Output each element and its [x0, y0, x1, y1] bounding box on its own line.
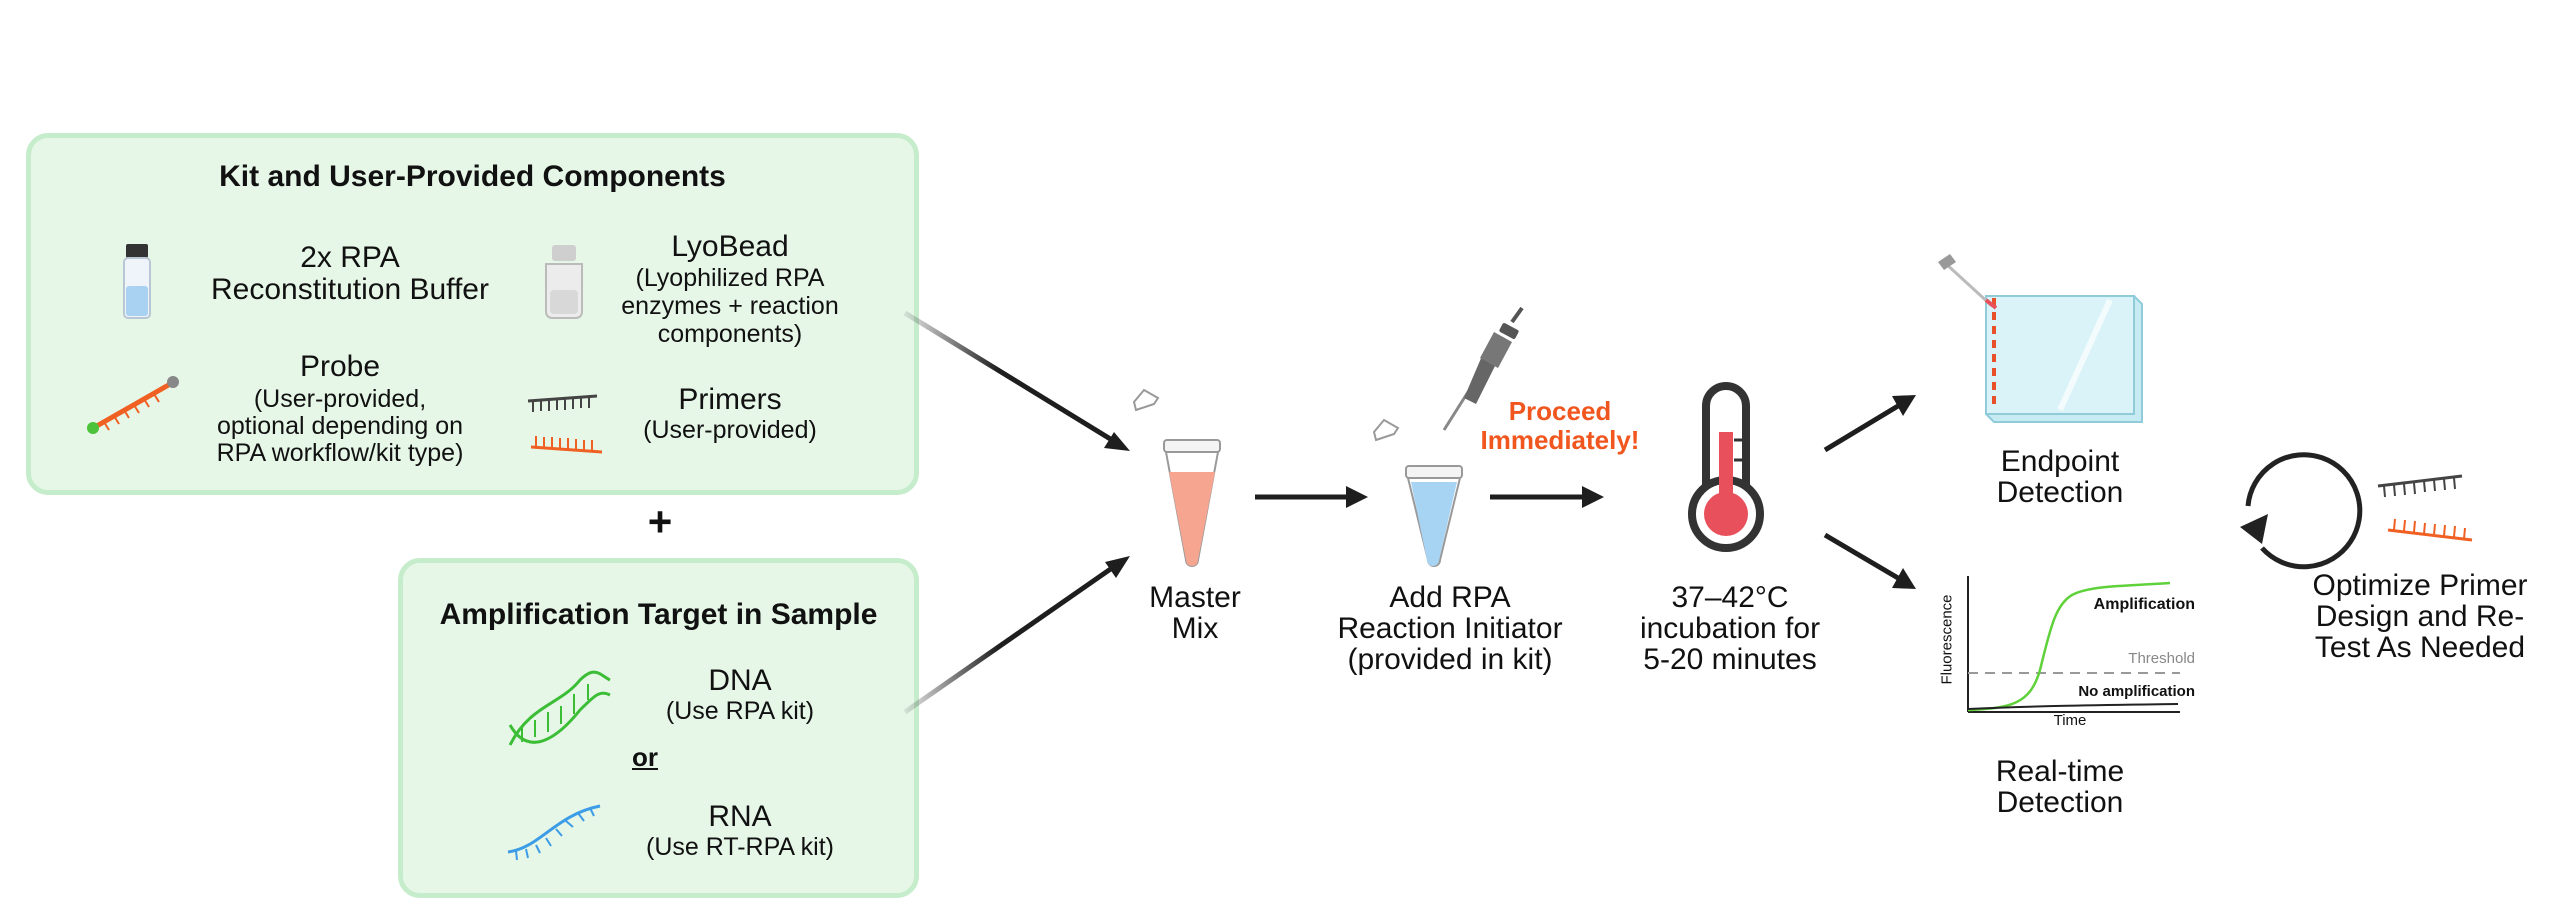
realtime-plot	[1967, 576, 2180, 713]
initiator-tube-icon	[1372, 418, 1463, 567]
probe-desc-1: (User-provided,	[253, 385, 427, 413]
dna-desc: (Use RPA kit)	[665, 697, 815, 725]
buffer-label-2: Reconstitution Buffer	[211, 273, 489, 306]
incubation-label-3: 5-20 minutes	[1643, 643, 1817, 676]
refresh-cycle-icon	[2240, 452, 2363, 570]
no-amplification-curve	[1967, 703, 2179, 710]
probe-desc-2: optional depending on	[216, 412, 464, 440]
dna-name: DNA	[708, 664, 772, 697]
plot-no-amplification-label: No amplification	[2078, 683, 2195, 700]
optimize-label-2: Design and Re-	[2315, 600, 2525, 633]
plot-amplification-label: Amplification	[2093, 596, 2195, 613]
optimize-label-1: Optimize Primer	[2312, 569, 2528, 602]
buffer-label-1: 2x RPA	[300, 241, 400, 274]
primers-name: Primers	[678, 383, 782, 416]
primers-desc: (User-provided)	[643, 416, 817, 444]
lyobead-name: LyoBead	[671, 230, 789, 263]
proceed-label-1: Proceed	[1508, 396, 1612, 426]
rna-strand-icon	[507, 804, 601, 861]
endpoint-label-2: Detection	[1996, 476, 2124, 509]
pipette-icon	[1442, 306, 1524, 431]
dna-helix-icon	[508, 670, 611, 746]
endpoint-strip-icon	[1938, 254, 2143, 423]
add-initiator-label-2: Reaction Initiator	[1337, 612, 1563, 645]
amplification-target-box	[398, 558, 919, 898]
incubation-label-1: 37–42°C	[1671, 581, 1789, 614]
master-mix-label-1: Master	[1149, 581, 1241, 614]
add-initiator-label-1: Add RPA	[1389, 581, 1511, 614]
amplification-curve	[1967, 581, 2171, 712]
buffer-vial-icon	[123, 244, 151, 319]
master-mix-tube-icon	[1132, 388, 1221, 567]
optimize-primers-icon	[2377, 474, 2473, 542]
proceed-label-2: Immediately!	[1480, 425, 1640, 455]
arrow-target-to-mastermix	[903, 565, 1114, 715]
lyobead-desc-1: (Lyophilized RPA	[635, 264, 825, 292]
realtime-label-1: Real-time	[1995, 755, 2125, 788]
arrow-to-endpoint	[1823, 403, 1900, 453]
kit-components-box	[26, 133, 919, 495]
probe-name: Probe	[299, 350, 381, 383]
probe-desc-3: RPA workflow/kit type)	[216, 439, 464, 467]
plus-sign: +	[647, 498, 673, 545]
rna-name: RNA	[708, 800, 772, 833]
thermometer-icon	[1688, 382, 1764, 552]
kit-box-title: Kit and User-Provided Components	[219, 160, 726, 193]
incubation-label-2: incubation for	[1639, 612, 1821, 645]
endpoint-label-1: Endpoint	[2000, 445, 2120, 478]
lyobead-desc-2: enzymes + reaction	[621, 292, 839, 320]
optimize-label-3: Test As Needed	[2314, 631, 2526, 664]
arrow-to-realtime	[1823, 532, 1900, 581]
lyobead-desc-3: components)	[657, 320, 803, 348]
plot-x-axis-label: Time	[2053, 712, 2087, 729]
add-initiator-label-3: (provided in kit)	[1347, 643, 1553, 676]
realtime-label-2: Detection	[1996, 786, 2124, 819]
target-box-title: Amplification Target in Sample	[439, 598, 878, 631]
primers-icon	[527, 394, 603, 454]
or-label: or	[632, 742, 658, 772]
arrow-kit-to-mastermix	[903, 310, 1114, 443]
probe-icon	[87, 376, 179, 434]
plot-threshold-label: Threshold	[2128, 650, 2195, 667]
rna-desc: (Use RT-RPA kit)	[646, 833, 834, 861]
lyobead-vial-icon	[545, 245, 583, 319]
master-mix-label-2: Mix	[1171, 612, 1219, 645]
